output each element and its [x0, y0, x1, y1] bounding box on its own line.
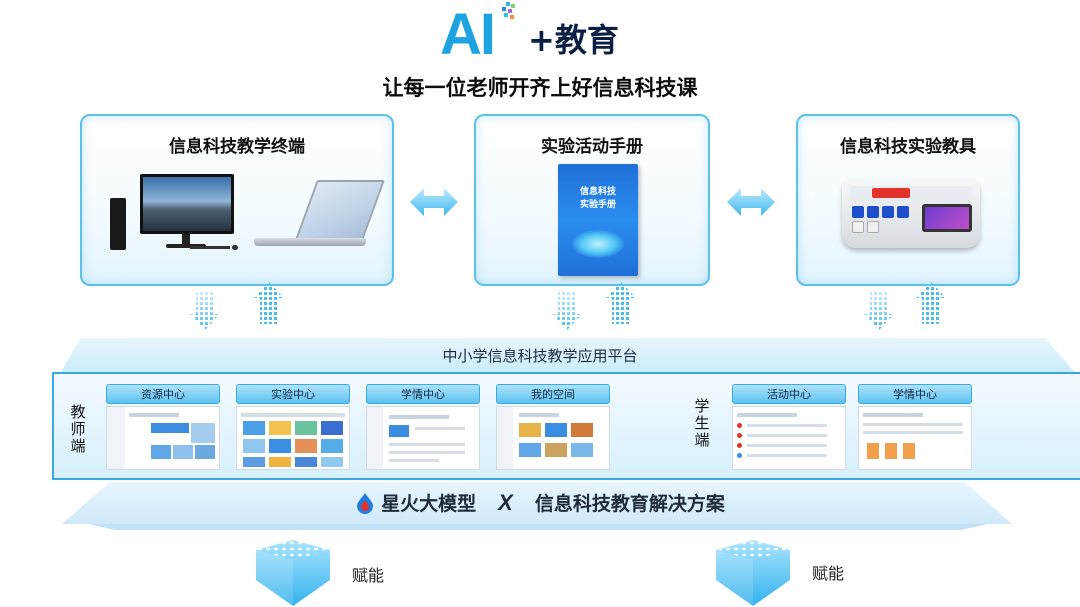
platform-panel: 教师端 学生端 资源中心 实验中心: [52, 372, 1080, 480]
down-arrow-icon: [190, 292, 220, 330]
platform-top-surface: [60, 338, 1076, 374]
card-title: 资源中心: [106, 384, 220, 404]
laptop-screen-image: [295, 180, 385, 240]
double-arrow-icon: [727, 188, 775, 216]
ai-logo: AI: [440, 2, 496, 67]
screenshot-thumbnail: [366, 406, 480, 470]
box-title: 信息科技实验教具: [840, 137, 976, 157]
card-resource-center[interactable]: 资源中心: [106, 384, 220, 474]
kit-top-panel: [850, 186, 972, 204]
monitor-image: [140, 174, 234, 234]
experiment-kit-image: [842, 180, 980, 248]
keyboard-image: [190, 246, 230, 249]
card-title: 学情中心: [858, 384, 972, 404]
box-experiment-kit: 信息科技实验教具: [796, 114, 1020, 286]
spark-model-name: 星火大模型: [381, 493, 477, 515]
box-title: 信息科技教学终端: [169, 137, 305, 157]
spark-model-icon: [357, 493, 374, 514]
card-learning-analytics[interactable]: 学情中心: [366, 384, 480, 474]
card-my-space[interactable]: 我的空间: [496, 384, 610, 474]
down-arrow-icon: [552, 292, 582, 330]
up-arrow-icon: [606, 282, 636, 324]
book-title-line2: 实验手册: [579, 200, 616, 210]
kit-module-blocks: [852, 206, 912, 234]
manual-book-image: 信息科技 实验手册: [558, 164, 638, 276]
cross-symbol: X: [498, 490, 513, 515]
screenshot-thumbnail: [732, 406, 846, 470]
empower-down-arrow-icon: [256, 540, 330, 606]
box-teaching-terminal: 信息科技教学终端: [80, 114, 394, 286]
screenshot-thumbnail: [106, 406, 220, 470]
box-title: 实验活动手册: [541, 137, 643, 157]
card-learning-analytics-student[interactable]: 学情中心: [858, 384, 972, 474]
subtitle: 让每一位老师开齐上好信息科技课: [382, 76, 698, 100]
empower-label-right: 赋能: [812, 564, 845, 583]
mouse-image: [232, 245, 238, 250]
empower-down-arrow-icon: [716, 540, 790, 606]
down-arrow-icon: [864, 292, 894, 330]
card-title: 活动中心: [732, 384, 846, 404]
box-activity-manual: 实验活动手册 信息科技 实验手册: [474, 114, 710, 286]
teacher-label: 教师端: [70, 403, 86, 455]
card-title: 学情中心: [366, 384, 480, 404]
card-title: 我的空间: [496, 384, 610, 404]
screenshot-thumbnail: [236, 406, 350, 470]
pc-tower-image: [110, 198, 126, 250]
solution-band: [62, 482, 1012, 524]
card-experiment-center[interactable]: 实验中心: [236, 384, 350, 474]
up-arrow-icon: [254, 282, 284, 324]
solution-title: 星火大模型 X 信息科技教育解决方案: [0, 489, 1080, 516]
kit-screen: [922, 204, 972, 232]
monitor-stand: [182, 234, 190, 246]
header: AI +教育: [0, 2, 1080, 66]
card-title: 实验中心: [236, 384, 350, 404]
laptop-base-image: [254, 238, 366, 246]
book-orb-graphic: [572, 230, 624, 258]
up-arrow-icon: [916, 282, 946, 324]
platform-title: 中小学信息科技教学应用平台: [442, 347, 638, 365]
solution-name: 信息科技教育解决方案: [534, 493, 725, 515]
monitor-base: [166, 244, 206, 248]
student-label: 学生端: [694, 397, 710, 449]
screenshot-thumbnail: [496, 406, 610, 470]
logo-suffix: +教育: [528, 21, 619, 59]
kit-red-module: [872, 188, 910, 198]
empower-label-left: 赋能: [352, 566, 385, 585]
book-title-line1: 信息科技: [579, 187, 616, 197]
screenshot-thumbnail: [858, 406, 972, 470]
pixel-spark-icon: [500, 2, 516, 20]
card-activity-center[interactable]: 活动中心: [732, 384, 846, 474]
double-arrow-icon: [410, 188, 458, 216]
solution-band-edge: [88, 524, 988, 530]
